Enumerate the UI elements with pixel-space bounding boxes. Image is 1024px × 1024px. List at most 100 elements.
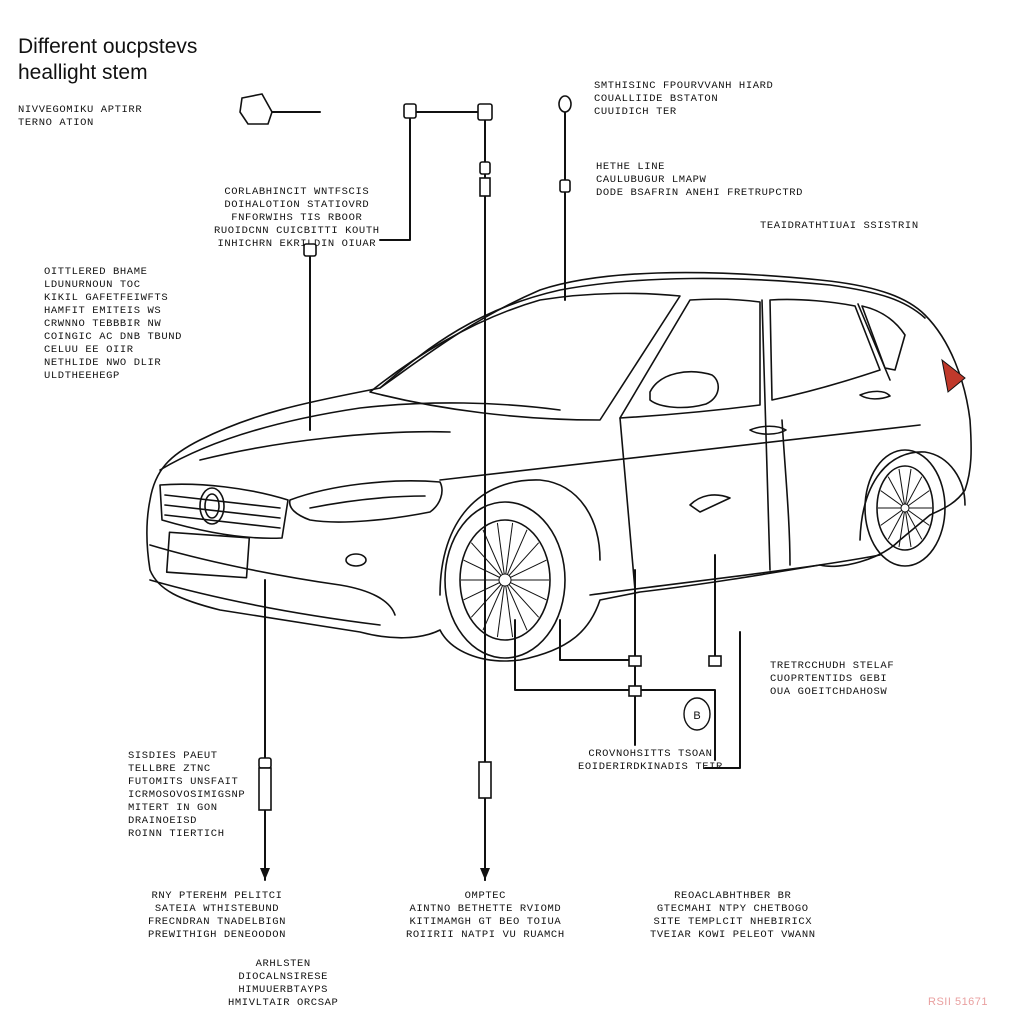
label-line: CELUU EE OIIR [44, 344, 134, 356]
fog-light [345, 553, 367, 567]
front-door-window [619, 298, 761, 419]
connector-plug-icon [478, 761, 492, 799]
front-wheel-spoke [482, 579, 506, 631]
label-line: ROINN TIERTICH [128, 828, 225, 840]
label-bottom-center: OMPTEC AINTNO BETHETTE RVIOMD KITIMAMGH … [406, 890, 565, 942]
label-line: TEAIDRATHTIUAI SSISTRIN [760, 220, 919, 232]
label-line: DRAINOEISD [128, 815, 198, 827]
label-line: FUTOMITS UNSFAIT [128, 776, 239, 788]
connector-plug-icon [403, 103, 417, 119]
label-line: LDUNURNOUN TOC [44, 279, 141, 291]
wheel-hub [900, 503, 910, 513]
label-line: SITE TEMPLCIT NHEBIRICX [653, 916, 813, 928]
b-pillar [761, 299, 771, 571]
rear-wheel [864, 449, 946, 567]
front-wheel-spoke [504, 579, 547, 601]
label-line: SMTHISINC FPOURVVANH HIARD [594, 80, 774, 92]
connector-badge-icon [683, 697, 711, 731]
front-grille [159, 483, 289, 540]
rear-wheel-spoke [904, 507, 930, 526]
label-line: ROIIRII NATPI VU RUAMCH [406, 929, 565, 941]
connector-plug-icon [628, 685, 642, 697]
diagram-title: Different oucpstevs heallight stem [18, 34, 197, 86]
brand-emblem-icon [199, 487, 225, 525]
label-line: GTECMAHI NTPY CHETBOGO [656, 903, 809, 915]
sill-line [589, 554, 881, 596]
label-line: OUA GOEITCHDAHOSW [770, 686, 888, 698]
label-line: FNFORWIHS TIS RBOOR [231, 212, 363, 224]
label-top-right: SMTHISINC FPOURVVANH HIARD COUALLIIDE BS… [594, 80, 773, 119]
rear-rim [876, 465, 934, 551]
front-bumper [149, 544, 396, 616]
label-line: TVEIAR KOWI PELEOT VWANN [650, 929, 816, 941]
label-line: OITTLERED BHAME [44, 266, 148, 278]
label-line: CORLABHINCIT WNTFSCIS [224, 186, 370, 198]
car-roof [379, 277, 926, 389]
front-door-handle [749, 425, 787, 435]
front-wheel-spoke [470, 542, 506, 581]
label-line: CUUIDICH TER [594, 106, 677, 118]
label-bottom-small: ARHLSTEN DIOCALNSIRESE HIMUUERBTAYPS HMI… [228, 958, 338, 1010]
front-wheel-spoke [496, 579, 506, 638]
lower-intake [149, 579, 381, 626]
connector-plug-icon [559, 179, 571, 193]
label-far-right: TEAIDRATHTIUAI SSISTRIN [760, 220, 919, 233]
label-line: SISDIES PAEUT [128, 750, 218, 762]
connector-plug-icon [477, 103, 493, 121]
wire-right-bracket [704, 631, 741, 769]
rear-wheel-spoke [887, 476, 906, 509]
rear-wheel-spoke [898, 507, 906, 548]
label-line: HAMFIT EMITEIS WS [44, 305, 162, 317]
label-line: PREWITHIGH DENEOODON [148, 929, 287, 941]
rear-wheel-spoke [904, 468, 912, 509]
connector-plug-icon [479, 161, 491, 175]
label-line: REOACLABHTHBER BR [674, 890, 792, 902]
grille-bar [164, 504, 281, 519]
label-line: DIOCALNSIRESE [238, 971, 329, 983]
rear-door-window [769, 298, 881, 401]
connector-plug-icon [479, 177, 491, 197]
connector-plug-icon [258, 757, 272, 769]
label-line: ULDTHEEHEGP [44, 370, 120, 382]
wire-rear-connector [514, 619, 716, 761]
front-wheel-spoke [504, 579, 540, 618]
label-line: RUOIDCNN CUICBITTI KOUTH [214, 225, 380, 237]
label-line: HETHE LINE [596, 161, 666, 173]
windshield [369, 292, 681, 421]
license-plate [165, 531, 251, 579]
label-line: COINGIC AC DNB TBUND [44, 331, 183, 343]
label-line: KITIMAMGH GT BEO TOIUA [409, 916, 562, 928]
label-line: OMPTEC [464, 890, 507, 902]
headlight-strip [309, 495, 426, 509]
front-wheel-spoke [504, 579, 514, 638]
label-line: CUOPRTENTIDS GEBI [770, 673, 888, 685]
label-line: HIMUUERBTAYPS [238, 984, 329, 996]
connector-plug-icon [258, 767, 272, 811]
label-line: CAULUBUGUR LMAPW [596, 174, 707, 186]
connector-badge-label: B [693, 710, 700, 722]
rear-wheel-spoke [904, 507, 912, 548]
rear-wheel-spoke [898, 468, 906, 509]
label-line: KIKIL GAFETFEIWFTS [44, 292, 169, 304]
label-line: ICRMOSOVOSIMIGSNP [128, 789, 246, 801]
label-line: RNY PTEREHM PELITCI [151, 890, 283, 902]
label-line: DODE BSAFRIN ANEHI FRETRUPCTRD [596, 187, 804, 199]
label-line: DOIHALOTION STATIOVRD [224, 199, 370, 211]
connector-plug-icon [558, 95, 572, 113]
title-line-1: Different oucpstevs [18, 35, 198, 58]
grille-bar [164, 494, 281, 509]
label-line: NIVVEGOMIKU APTIRR [18, 104, 143, 116]
front-door-line [619, 417, 636, 591]
rear-wheel-spoke [904, 507, 923, 540]
title-line-2: heallight stem [18, 61, 148, 84]
label-line: SATEIA WTHISTEBUND [154, 903, 280, 915]
door-crease [689, 494, 731, 513]
front-wheel-spoke [504, 542, 540, 581]
label-line: MITERT IN GON [128, 802, 218, 814]
label-line: CROVNOHSITTS TSOAN [588, 748, 713, 760]
label-line: NETHLIDE NWO DLIR [44, 357, 162, 369]
c-pillar [857, 303, 891, 381]
label-left-block: OITTLERED BHAME LDUNURNOUN TOC KIKIL GAF… [44, 266, 182, 383]
label-line: INHICHRN EKRILDIN OIUAR [217, 238, 377, 250]
